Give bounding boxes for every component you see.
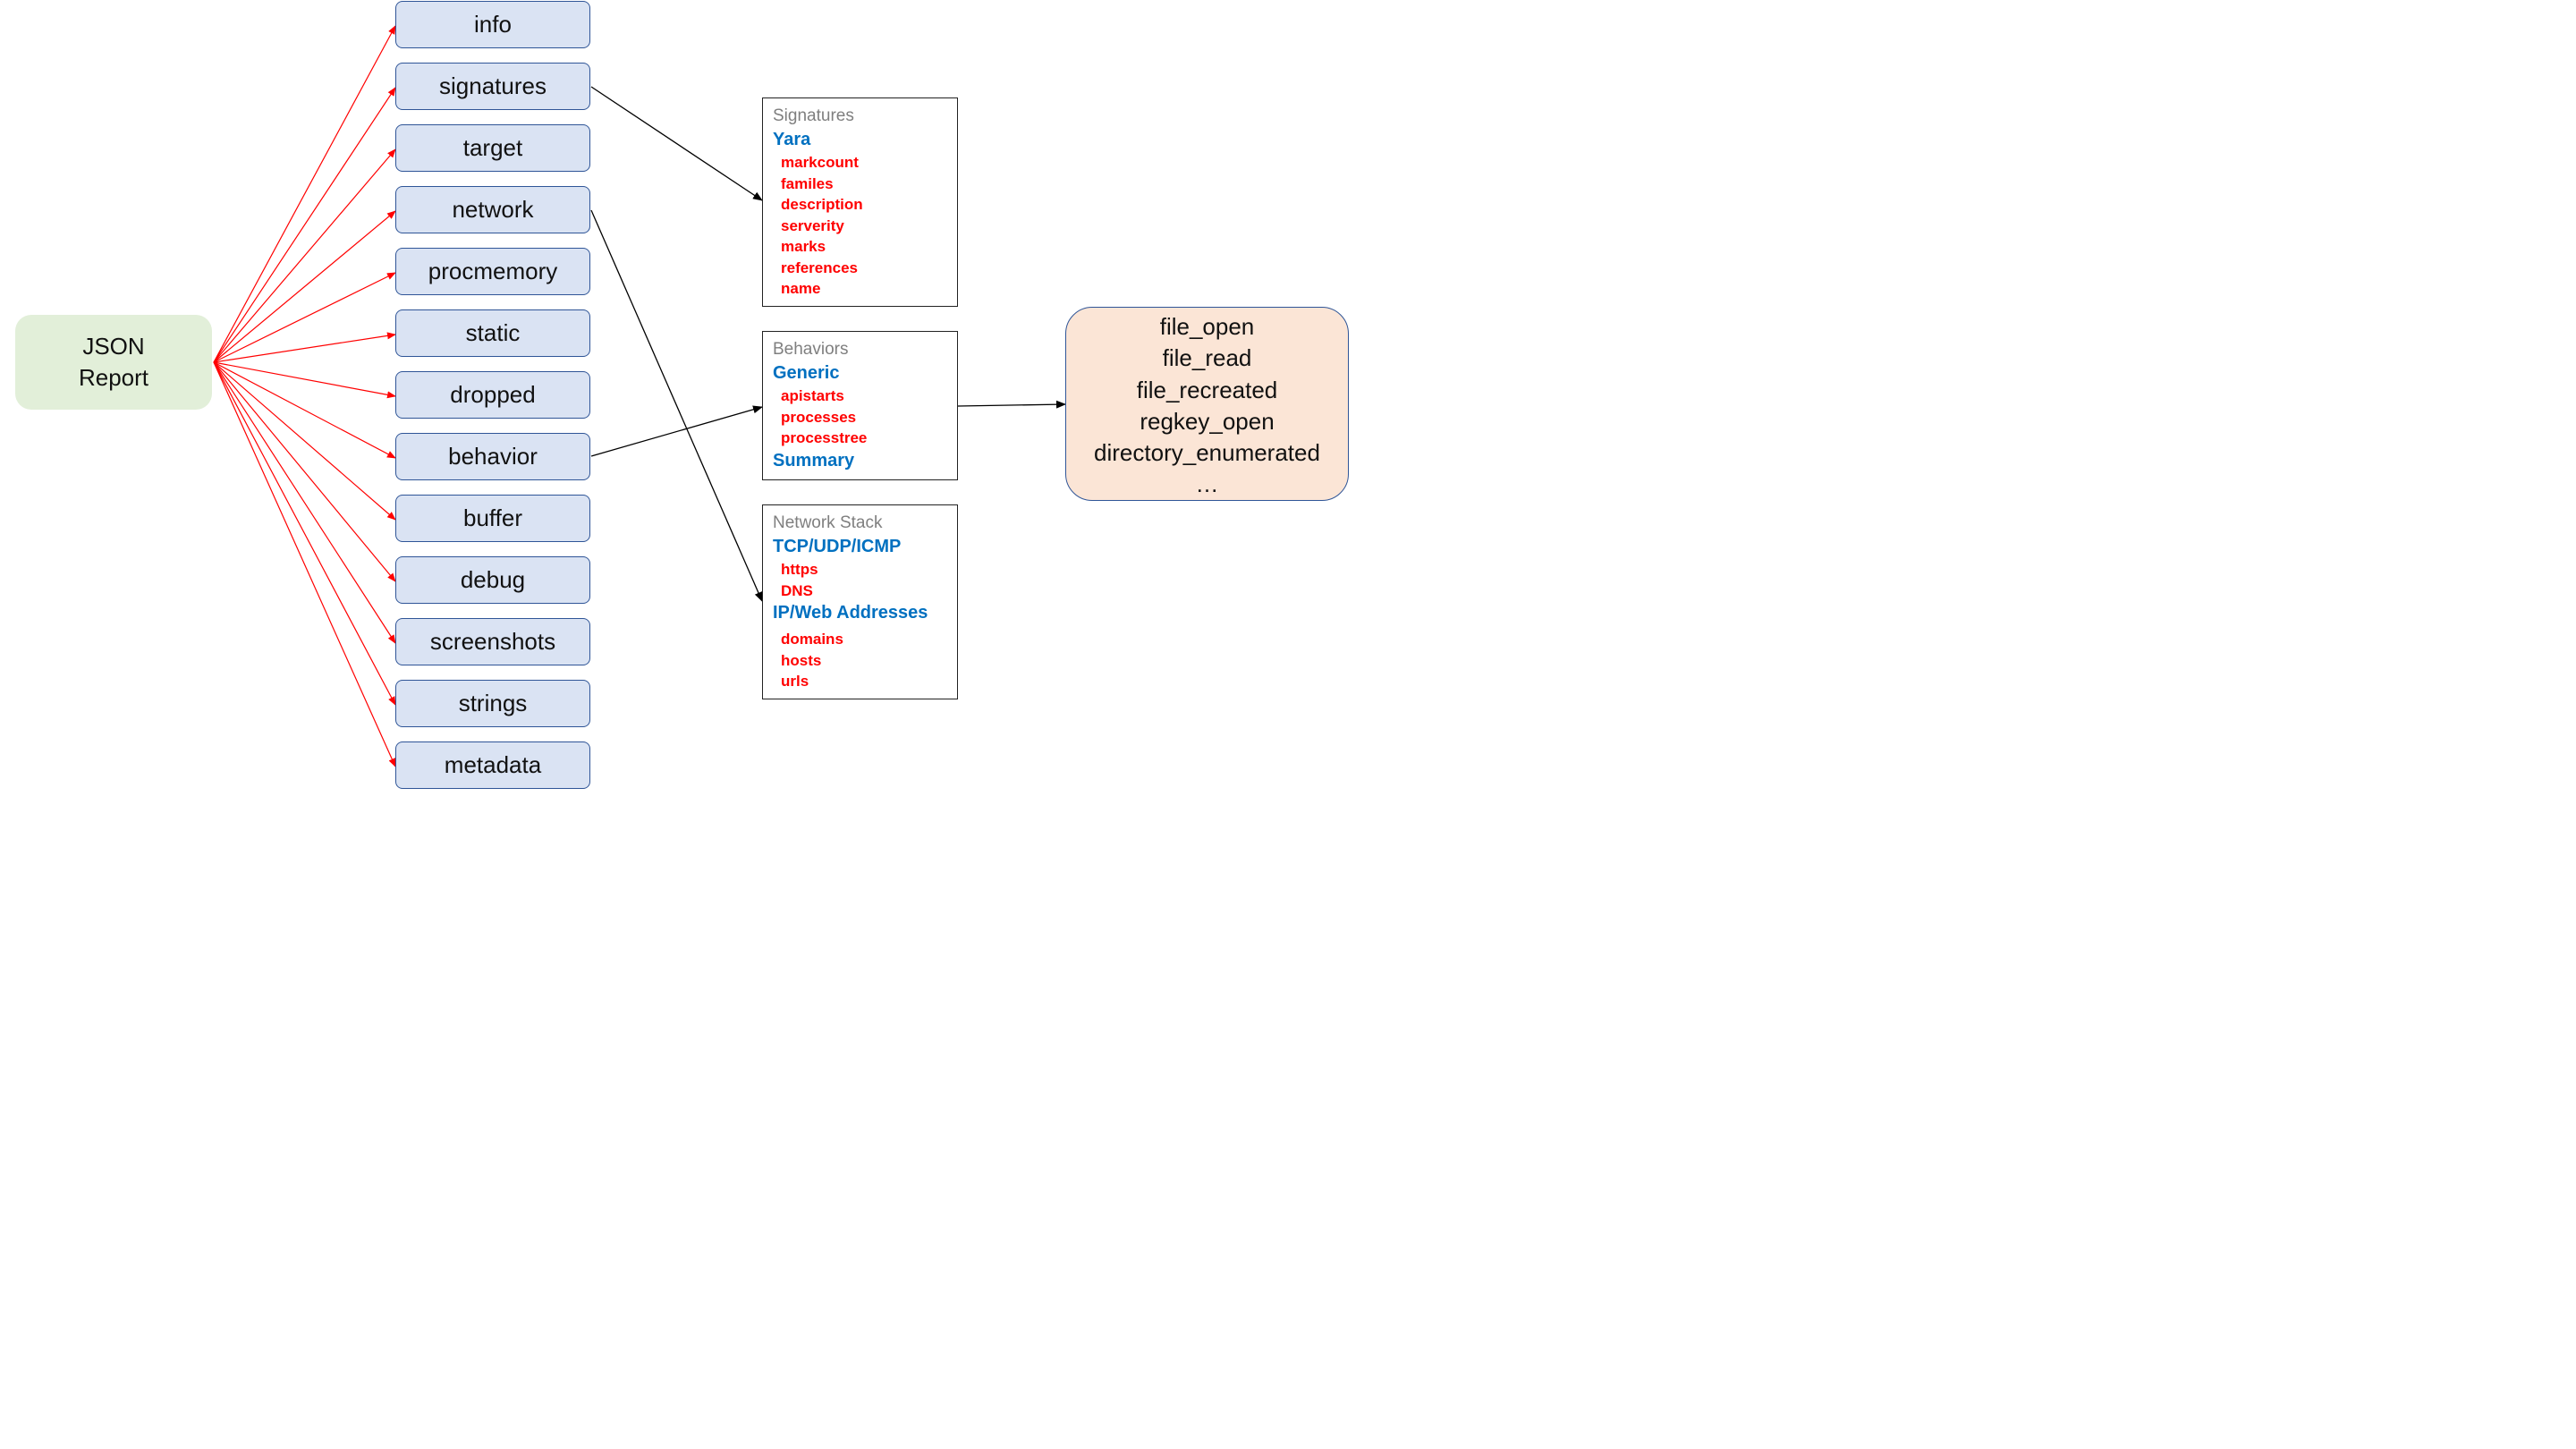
signatures-field: marks <box>781 238 826 255</box>
network-field: DNS <box>781 581 813 599</box>
arrow-signatures-to-detail <box>590 86 763 201</box>
behaviors-field: apistarts <box>781 387 844 404</box>
behaviors-category-summary: Summary <box>773 450 855 470</box>
arrow-root-to-target <box>213 148 396 363</box>
key-dropped: dropped <box>395 371 590 419</box>
signatures-field: references <box>781 258 859 276</box>
arrow-root-to-static <box>213 332 396 363</box>
root-to-key-arrows <box>213 25 396 767</box>
key-behavior: behavior <box>395 433 590 480</box>
event-item: file_open <box>1159 313 1255 340</box>
event-item: file_read <box>1162 344 1252 372</box>
signatures-field: serverity <box>781 216 844 234</box>
key-metadata: metadata <box>395 741 590 789</box>
signatures-field: description <box>781 196 863 213</box>
arrow-network-to-detail <box>590 209 763 602</box>
signatures-category: Yara <box>773 130 811 149</box>
network-address-field: domains <box>781 631 843 648</box>
event-item: regkey_open <box>1140 407 1275 435</box>
behaviors-category: Generic <box>773 363 840 383</box>
key-info: info <box>395 1 590 48</box>
key-screenshots: screenshots <box>395 618 590 665</box>
arrow-root-to-signatures <box>213 87 396 363</box>
arrow-root-to-metadata <box>213 361 396 767</box>
event-item: … <box>1195 470 1219 498</box>
arrow-root-to-network <box>213 210 396 363</box>
key-buffer: buffer <box>395 495 590 542</box>
detail-arrows <box>590 86 1066 602</box>
connector-layer <box>213 25 1066 767</box>
event-item: directory_enumerated <box>1094 439 1320 467</box>
json-report-line1: JSON <box>82 333 145 360</box>
network-category-addresses: IP/Web Addresses <box>773 603 928 623</box>
network-address-field: hosts <box>781 651 822 669</box>
behaviors-detail-box: Behaviors Generic apistarts processes pr… <box>762 331 958 480</box>
signatures-title: Signatures <box>773 106 854 125</box>
key-strings: strings <box>395 680 590 727</box>
network-address-field: urls <box>781 673 809 690</box>
arrow-root-to-strings <box>213 361 396 706</box>
signatures-field: name <box>781 280 821 297</box>
arrow-root-to-buffer <box>213 361 396 521</box>
event-item: file_recreated <box>1136 376 1278 403</box>
diagram: JSON Report info signatures target netwo… <box>0 0 1402 798</box>
behaviors-field: processtree <box>781 429 868 446</box>
network-detail-box: Network Stack TCP/UDP/ICMP https DNS IP/… <box>762 504 958 699</box>
key-signatures: signatures <box>395 63 590 110</box>
network-field: https <box>781 561 818 578</box>
behavior-events-box: file_open file_read file_recreated regke… <box>1065 307 1349 501</box>
key-target: target <box>395 124 590 172</box>
behaviors-title: Behaviors <box>773 340 849 359</box>
network-title: Network Stack <box>773 513 883 532</box>
arrow-root-to-procmemory <box>213 272 396 363</box>
key-static: static <box>395 309 590 357</box>
behaviors-field: processes <box>781 408 857 426</box>
signatures-field: familes <box>781 174 834 192</box>
signatures-detail-box: Signatures Yara markcount familes descri… <box>762 97 958 307</box>
arrow-root-to-behavior <box>213 361 396 459</box>
arrow-root-to-info <box>213 25 396 363</box>
json-report-line2: Report <box>78 364 149 391</box>
json-report-node: JSON Report <box>15 315 212 410</box>
arrow-behavior-to-detail <box>590 405 763 457</box>
arrow-behaviors-to-events <box>957 400 1066 409</box>
key-procmemory: procmemory <box>395 248 590 295</box>
arrow-root-to-screenshots <box>213 361 396 644</box>
signatures-field: markcount <box>781 154 859 171</box>
arrow-root-to-debug <box>213 361 396 582</box>
key-debug: debug <box>395 556 590 604</box>
network-category: TCP/UDP/ICMP <box>773 537 902 556</box>
key-network: network <box>395 186 590 233</box>
arrow-root-to-dropped <box>213 361 396 399</box>
